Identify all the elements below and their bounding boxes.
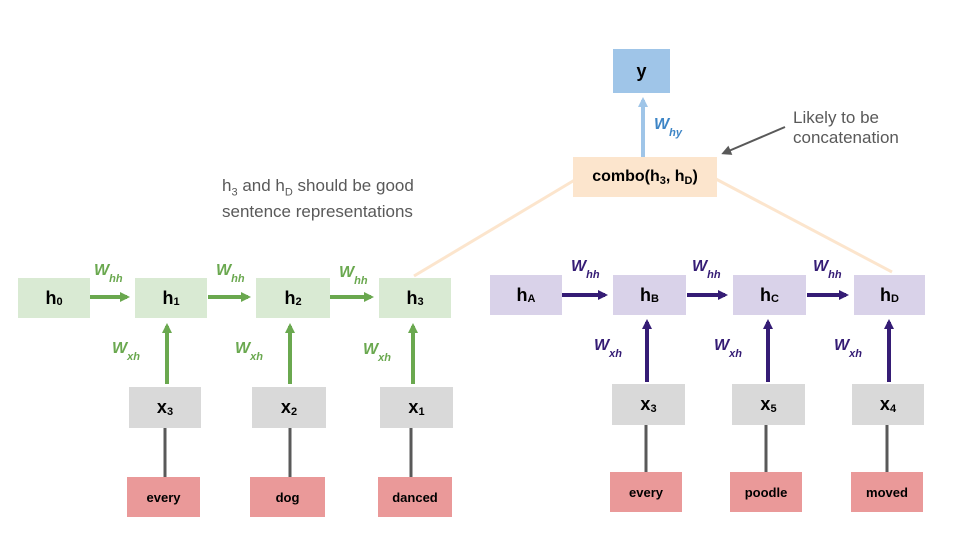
- word-node-moved: moved: [851, 472, 923, 512]
- combo-suffix: ): [692, 168, 698, 185]
- connector-hD-combo: [713, 176, 893, 274]
- weight-label-hh-2: Whh: [216, 262, 245, 286]
- weight-label-hh-B: Whh: [692, 258, 721, 282]
- weight-label-xh-B: Wxh: [714, 337, 742, 361]
- combo-mid: , h: [665, 168, 685, 185]
- weight-label-hh-A: Whh: [571, 258, 600, 282]
- weight-label-hh-1: Whh: [94, 262, 123, 286]
- combo-sub2: D: [684, 175, 693, 187]
- annotation-concatenation-line1: Likely to be: [793, 108, 879, 127]
- weight-label-xh-2: Wxh: [235, 340, 263, 364]
- word-node-poodle: poodle: [730, 472, 802, 512]
- annotation-good-line1: h3 and hD should be good: [222, 176, 414, 199]
- word-node-every: every: [127, 477, 200, 517]
- word-node-every-right: every: [610, 472, 682, 512]
- annotation-good-line2: sentence representations: [222, 202, 413, 222]
- annotation-arrow: [721, 126, 786, 155]
- output-y-label: y: [636, 60, 647, 81]
- output-y-node: y: [613, 49, 670, 93]
- weight-label-hh-C: Whh: [813, 258, 842, 282]
- weight-label-hh-3: Whh: [339, 264, 368, 288]
- connector-h3-combo: [413, 176, 579, 278]
- annotation-concatenation-line2: concatenation: [793, 128, 899, 147]
- combo-prefix: combo(h: [592, 168, 660, 185]
- word-node-dog: dog: [250, 477, 325, 517]
- weight-label-xh-A: Wxh: [594, 337, 622, 361]
- annotation-concatenation: Likely to be concatenation: [793, 108, 899, 148]
- word-node-danced: danced: [378, 477, 452, 517]
- combo-sub1: 3: [659, 175, 666, 187]
- weight-label-xh-C: Wxh: [834, 337, 862, 361]
- weight-label-xh-3: Wxh: [363, 341, 391, 365]
- annotation-good-representations: h3 and hD should be good sentence repres…: [222, 176, 414, 222]
- weight-label-xh-1: Wxh: [112, 340, 140, 364]
- weight-label-hy: Why: [654, 116, 682, 140]
